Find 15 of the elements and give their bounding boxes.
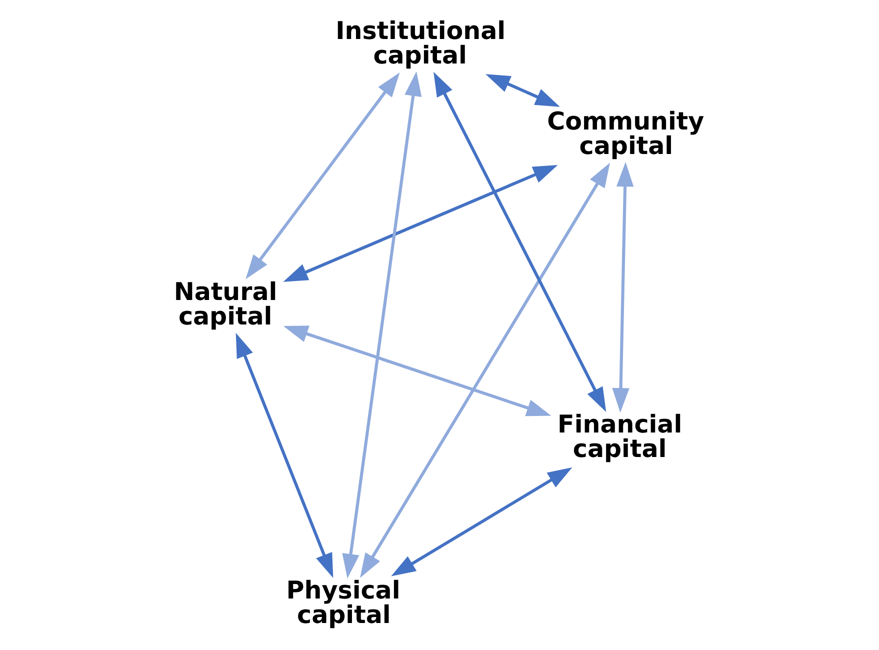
arrow xyxy=(283,326,552,416)
node-text: Physical capital xyxy=(286,575,400,629)
arrow xyxy=(612,162,634,413)
node-text: Community capital xyxy=(547,106,704,160)
arrow xyxy=(236,332,334,578)
node-text: Institutional capital xyxy=(336,16,506,70)
arrow xyxy=(486,74,560,107)
node-text: Financial capital xyxy=(558,409,682,463)
arrow xyxy=(434,72,606,412)
arrow xyxy=(391,467,572,576)
node-text: Natural capital xyxy=(174,277,278,331)
arrow xyxy=(246,72,400,280)
arrow xyxy=(360,162,610,578)
arrow xyxy=(283,165,558,282)
arrow xyxy=(342,71,422,578)
